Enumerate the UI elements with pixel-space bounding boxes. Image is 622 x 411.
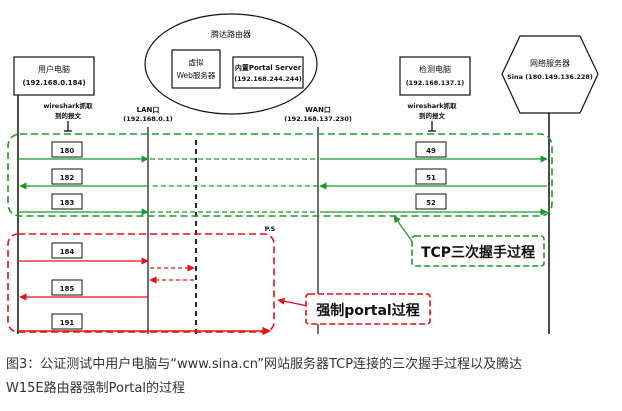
tcp-handshake-region [7,133,553,217]
web-server-node: 网络服务器 Sina (180.149.136.228) [501,35,599,114]
figure-caption: 图3：公证测试中用户电脑与“www.sina.cn”网站服务器TCP连接的三次握… [6,353,618,401]
capture-arrow-left [64,121,72,132]
monitor-pc-ip: (192.168.137.1) [406,79,465,87]
capture-label-right-line1: wireshark抓取 [407,101,457,110]
portal-callout-label: 强制portal过程 [316,302,419,319]
diagram: 用户电脑 (192.168.0.184) 腾达路由器 虚拟 Web服务器 内置P… [7,13,599,336]
svg-text:52: 52 [426,199,436,207]
packet-label-180: 180 [51,141,83,158]
user-pc-node: 用户电脑 (192.168.0.184) [13,56,95,96]
lan-port-label: LAN口 [137,106,160,114]
svg-text:49: 49 [426,147,436,155]
capture-arrow-right [428,121,436,132]
svg-text:182: 182 [60,174,75,182]
monitor-pc-node: 检测电脑 (192.168.137.1) [399,56,471,96]
wan-port-ip: (192.168.137.230) [284,115,352,123]
router-node: 腾达路由器 虚拟 Web服务器 内置Portal Server (192.168… [144,13,318,115]
packet-label-182: 182 [51,168,83,185]
virtual-web-server-line2: Web服务器 [177,70,216,80]
svg-text:191: 191 [60,319,75,327]
capture-label-left-line2: 到的报文 [55,111,82,120]
capture-label-right-line2: 到的报文 [419,111,446,120]
packet-label-49: 49 [415,141,447,158]
figure-caption-line2: W15E路由器强制Portal的过程 [6,381,185,396]
portal-callout-box [305,293,431,325]
svg-text:180: 180 [60,147,75,155]
packet-label-183: 183 [51,193,83,210]
virtual-web-server-line1: 虚拟 [189,57,204,67]
portal-region [7,233,275,333]
web-server-ip: Sina (180.149.136.228) [507,73,593,81]
packet-label-191: 191 [51,313,83,330]
tcp-callout-label: TCP三次握手过程 [421,244,535,261]
packet-label-184: 184 [51,242,83,259]
portal-server-box [232,56,304,89]
monitor-pc-title: 检测电脑 [419,64,451,74]
tcp-callout-pointer [393,215,415,245]
portal-callout: 强制portal过程 [277,293,431,325]
tcp-callout: TCP三次握手过程 [393,215,545,267]
packet-label-185: 185 [51,279,83,296]
user-pc-title: 用户电脑 [38,64,70,74]
portal-server-line1: 内置Portal Server [235,63,302,72]
svg-text:51: 51 [426,174,436,182]
svg-text:183: 183 [60,199,75,207]
router-title: 腾达路由器 [211,29,251,39]
portal-server-line2: (192.168.244.244) [234,75,302,83]
packet-label-52: 52 [415,193,447,210]
virtual-web-server-box [171,49,221,89]
figure-caption-line1: 图3：公证测试中用户电脑与“www.sina.cn”网站服务器TCP连接的三次握… [6,357,523,372]
tcp-callout-box [411,235,545,267]
capture-label-left-line1: wireshark抓取 [43,101,93,110]
packet-label-51: 51 [415,168,447,185]
web-server-title: 网络服务器 [530,58,570,68]
svg-text:184: 184 [60,248,75,256]
packet-row-184 [18,257,195,272]
portal-callout-pointer [277,297,309,307]
lan-port-ip: (192.168.0.1) [123,115,173,123]
user-pc-ip: (192.168.0.184) [22,79,85,87]
svg-text:185: 185 [60,285,75,293]
ps-label: P.S [265,225,276,233]
wan-port-label: WAN口 [305,106,331,114]
packet-row-185 [19,276,194,301]
